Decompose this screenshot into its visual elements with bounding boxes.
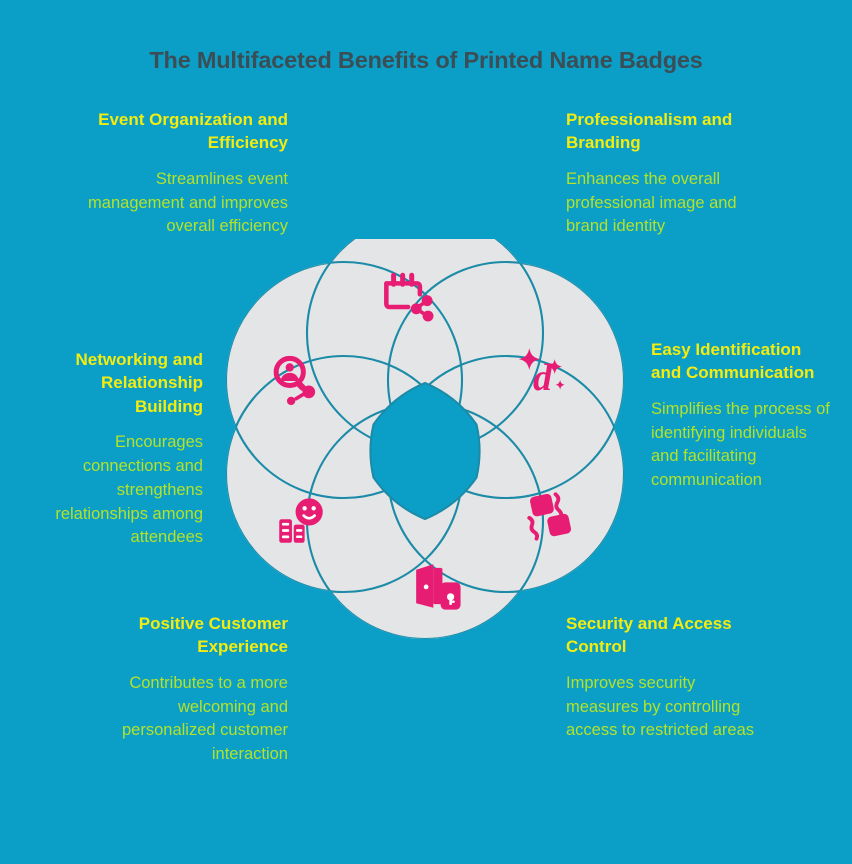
benefit-professionalism: Professionalism and Branding Enhances th… [566,108,756,239]
pinwheel-diagram [213,239,637,663]
benefit-easy-identification: Easy Identification and Communication Si… [651,338,831,493]
id-badge-pair-icon [522,487,580,545]
door-keycard-icon [408,557,466,615]
benefit-heading: Event Organization and Efficiency [98,110,288,153]
benefit-positive-experience: Positive Customer Experience Contributes… [98,612,288,767]
pinwheel-center-hole [369,381,481,521]
svg-text:d: d [533,357,553,399]
page-title: The Multifaceted Benefits of Printed Nam… [149,47,703,73]
smiley-badge-icon [272,492,330,550]
calendar-share-icon [380,268,438,326]
benefit-heading: Security and Access Control [566,614,732,657]
benefit-description: Improves security measures by controllin… [566,673,754,740]
sparkle-brand-letter-d-icon: d [513,341,571,399]
benefit-description: Simplifies the process of identifying in… [651,399,830,490]
benefit-description: Contributes to a more welcoming and pers… [122,673,288,764]
benefit-security: Security and Access Control Improves sec… [566,612,766,743]
benefit-description: Streamlines event management and improve… [88,169,288,236]
benefit-heading: Positive Customer Experience [138,614,288,657]
benefit-description: Encourages connections and strengthens r… [55,433,203,547]
person-search-network-icon [268,352,326,410]
benefit-event-organization: Event Organization and Efficiency Stream… [88,108,288,239]
benefit-heading: Networking and Relationship Building [75,350,203,416]
benefit-description: Enhances the overall professional image … [566,169,737,236]
benefit-heading: Easy Identification and Communication [651,340,815,383]
benefit-heading: Professionalism and Branding [566,110,733,153]
benefit-networking: Networking and Relationship Building Enc… [36,348,203,550]
